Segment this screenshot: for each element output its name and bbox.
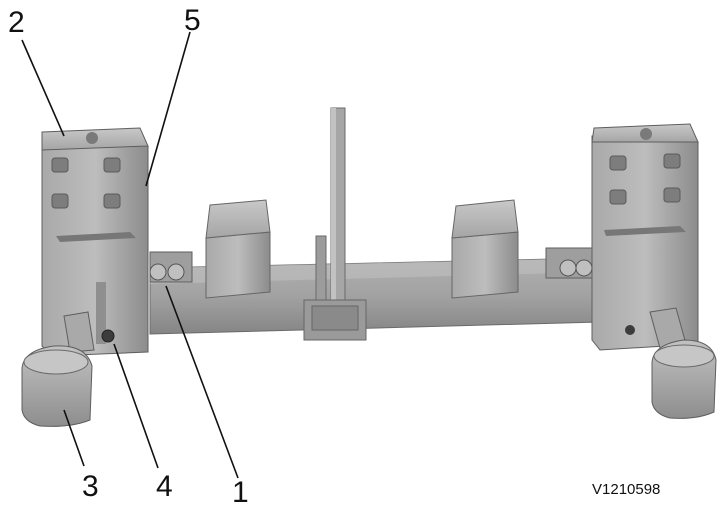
center-support-left bbox=[205, 199, 271, 299]
right-foot bbox=[649, 307, 717, 419]
left-end-block bbox=[41, 127, 193, 357]
figure-id-label: V1210598 bbox=[592, 481, 661, 498]
clamp-cylinders-left bbox=[149, 251, 193, 283]
callout-2: 2 bbox=[8, 6, 25, 39]
leader-line-5 bbox=[145, 31, 191, 187]
callout-4: 4 bbox=[156, 470, 173, 503]
leader-line-2 bbox=[21, 39, 65, 137]
callout-1: 1 bbox=[232, 476, 249, 509]
leader-line-3 bbox=[63, 409, 85, 467]
adjusting-screw bbox=[101, 329, 115, 343]
callout-3: 3 bbox=[82, 470, 99, 503]
center-support-right bbox=[451, 199, 519, 299]
clamp-cylinders-right bbox=[545, 247, 593, 279]
callout-5: 5 bbox=[184, 4, 201, 37]
right-end-block bbox=[545, 123, 699, 351]
center-post bbox=[303, 107, 367, 341]
left-foot bbox=[21, 311, 95, 427]
leader-line-4 bbox=[113, 343, 159, 469]
leader-line-1 bbox=[165, 285, 239, 479]
